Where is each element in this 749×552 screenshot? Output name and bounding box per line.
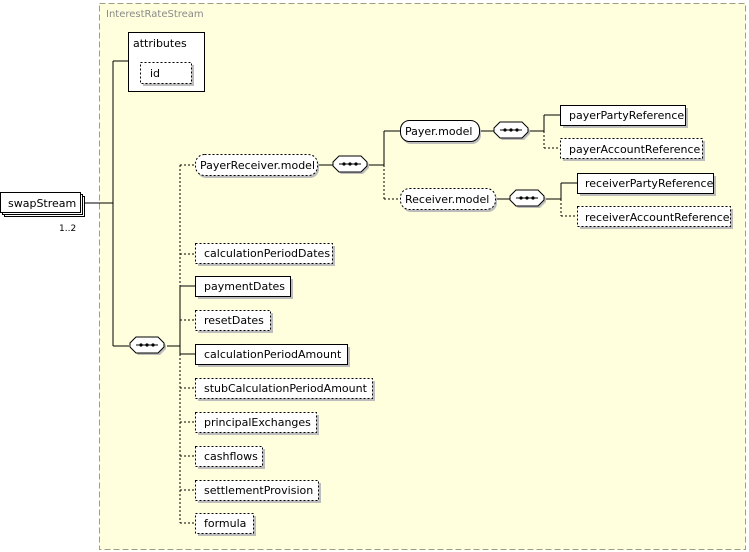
sequence-child-settlement-provision[interactable]: settlementProvision	[195, 480, 322, 504]
attributes-box[interactable]: attributes id	[128, 32, 205, 92]
attributes-label: attributes	[133, 37, 187, 50]
stub-calculation-period-amount-label: stubCalculationPeriodAmount	[204, 382, 368, 395]
reset-dates-label: resetDates	[204, 314, 264, 327]
receiver-model[interactable]: Receiver.model	[400, 188, 498, 213]
sequence-child-principal-exchanges[interactable]: principalExchanges	[195, 412, 320, 436]
group-title: InterestRateStream	[106, 9, 204, 20]
swap-stream-occurrence: 1..2	[59, 224, 76, 234]
sequence-child-calculation-period-amount[interactable]: calculationPeriodAmount	[195, 344, 351, 368]
main-sequence-compositor[interactable]	[129, 336, 166, 355]
sequence-child-reset-dates[interactable]: resetDates	[195, 310, 274, 334]
payer-receiver-model[interactable]: PayerReceiver.model	[195, 154, 320, 179]
payer-account-reference-label: payerAccountReference	[569, 143, 701, 156]
payer-account-reference[interactable]: payerAccountReference	[560, 138, 706, 162]
receiver-sequence[interactable]	[509, 189, 546, 208]
principal-exchanges-label: principalExchanges	[204, 416, 311, 429]
receiver-party-reference[interactable]: receiverPartyReference	[577, 173, 717, 197]
payment-dates-label: paymentDates	[204, 280, 285, 293]
cashflows-label: cashflows	[204, 450, 258, 463]
payer-party-reference-label: payerPartyReference	[569, 109, 684, 122]
payer-sequence[interactable]	[493, 121, 530, 140]
payer-party-reference[interactable]: payerPartyReference	[560, 105, 689, 129]
receiver-model-label: Receiver.model	[405, 193, 489, 206]
payer-model-label: Payer.model	[405, 125, 472, 138]
connectors	[85, 60, 577, 524]
calculation-period-dates-label: calculationPeriodDates	[204, 247, 330, 260]
payer-receiver-sequence[interactable]	[332, 155, 369, 174]
calculation-period-amount-label: calculationPeriodAmount	[204, 348, 342, 361]
attribute-id-label: id	[150, 67, 160, 80]
receiver-account-reference-label: receiverAccountReference	[585, 211, 730, 224]
sequence-child-cashflows[interactable]: cashflows	[195, 446, 266, 470]
swap-stream-element[interactable]: swapStream	[0, 192, 85, 217]
payer-receiver-model-label: PayerReceiver.model	[200, 159, 315, 172]
sequence-child-calculation-period-dates[interactable]: calculationPeriodDates	[195, 243, 336, 267]
sequence-child-payment-dates[interactable]: paymentDates	[195, 276, 294, 300]
swap-stream-label: swapStream	[8, 197, 76, 210]
formula-label: formula	[204, 517, 246, 530]
attribute-id[interactable]	[140, 62, 192, 84]
receiver-account-reference[interactable]: receiverAccountReference	[577, 206, 734, 230]
payer-model[interactable]: Payer.model	[400, 120, 482, 145]
receiver-party-reference-label: receiverPartyReference	[585, 177, 714, 190]
sequence-child-formula[interactable]: formula	[195, 513, 257, 537]
settlement-provision-label: settlementProvision	[204, 484, 313, 497]
sequence-child-stub-calculation-period-amount[interactable]: stubCalculationPeriodAmount	[195, 378, 376, 402]
